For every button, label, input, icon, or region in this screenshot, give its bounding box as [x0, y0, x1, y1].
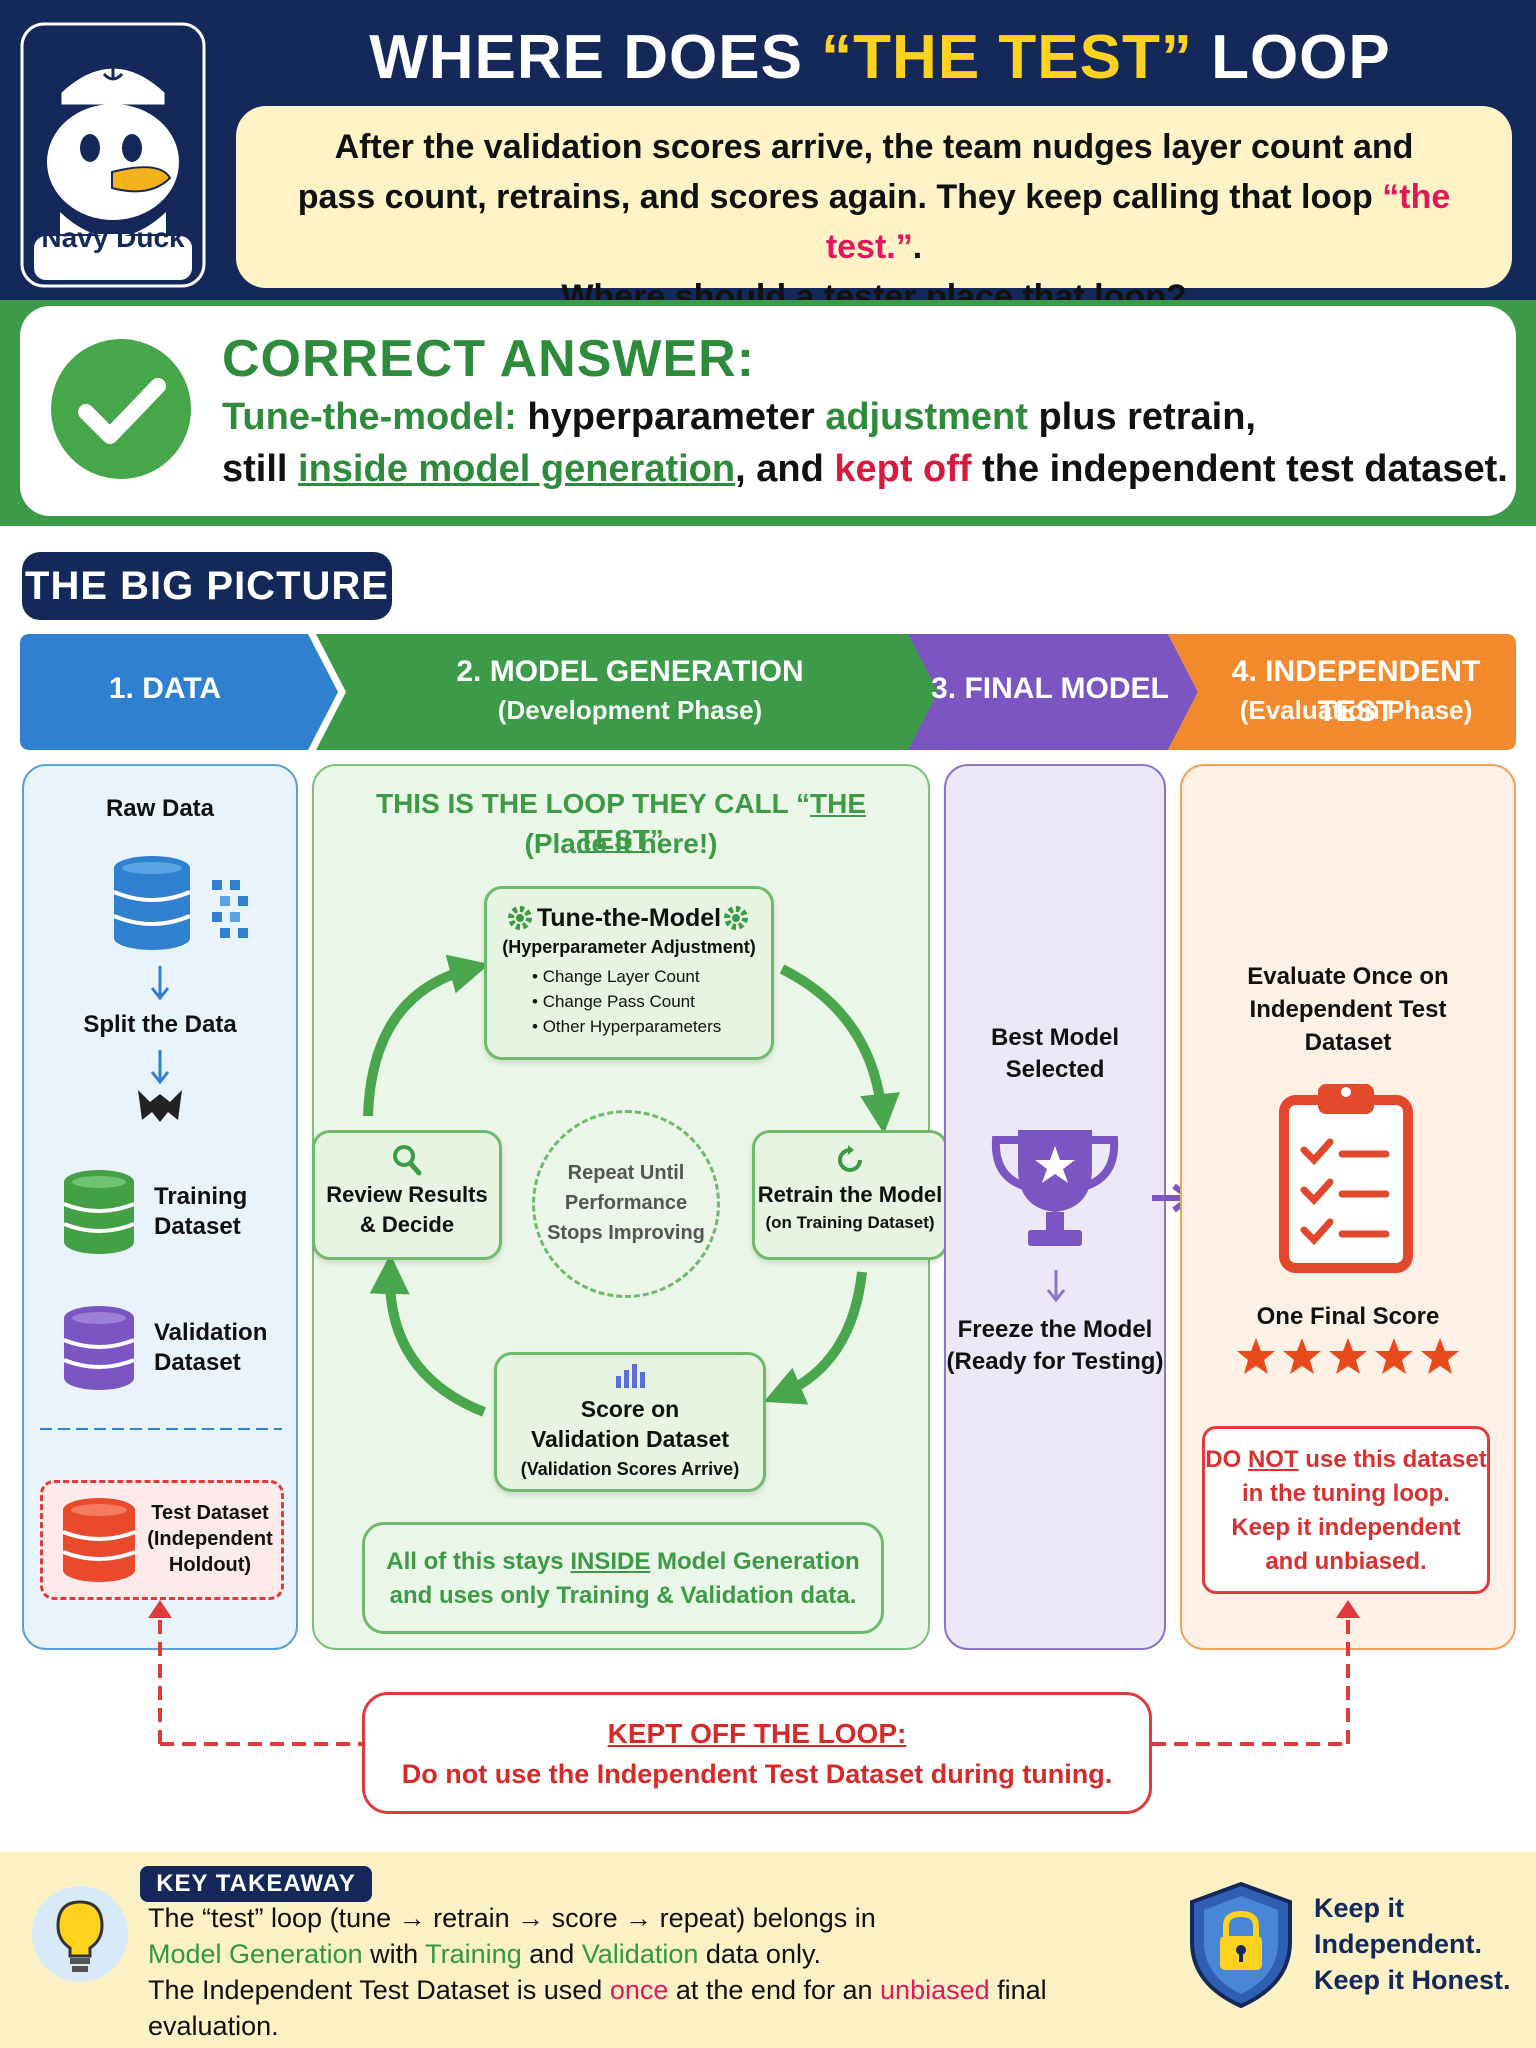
- trophy-icon: [991, 1130, 1119, 1246]
- retrain-model-subtitle: (on Training Dataset): [765, 1213, 935, 1232]
- arrow-down-icon: [150, 966, 170, 1001]
- answer-line-2: still inside model generation, and kept …: [222, 448, 1508, 490]
- gear-icon: [724, 906, 748, 930]
- loop-subtitle: (Place it here!): [524, 828, 718, 859]
- phase-test-title: 4. INDEPENDENT TEST: [1231, 655, 1481, 728]
- phase-final-title: 3. FINAL MODEL: [931, 672, 1169, 705]
- takeaway-line-2: Model Generation with Training and Valid…: [148, 1939, 821, 1969]
- score-subtitle: (Validation Scores Arrive): [520, 1459, 740, 1479]
- review-title-1: Review Results: [326, 1182, 488, 1207]
- training-database-icon: [63, 1170, 135, 1254]
- phase-generation-title: 2. MODEL GENERATION: [456, 655, 804, 688]
- checkmark-icon: [51, 339, 191, 479]
- question-line-2: pass count, retrains, and scores again. …: [297, 178, 1451, 266]
- phase-chevrons: [20, 634, 1516, 750]
- list-item: • Change Pass Count: [532, 992, 695, 1011]
- phase-chevron-final: [908, 634, 1198, 750]
- stays-inside-note: All of this stays INSIDE Model Generatio…: [362, 1522, 884, 1634]
- phase-data-title: 1. DATA: [108, 672, 222, 705]
- gear-icon: [508, 906, 532, 930]
- split-icon: [138, 1050, 182, 1122]
- score-title-2: Validation Dataset: [530, 1426, 730, 1452]
- kept-off-connector: [148, 1600, 1360, 1746]
- takeaway-line-3: The Independent Test Dataset is used onc…: [148, 1975, 1047, 2041]
- question-box: After the validation scores arrive, the …: [236, 106, 1512, 316]
- phase-chevron-test: [1168, 634, 1516, 750]
- list-item: • Other Hyperparameters: [532, 1017, 722, 1036]
- question-line-1: After the validation scores arrive, the …: [334, 128, 1414, 166]
- answer-line-1: Tune-the-model: hyperparameter adjustmen…: [222, 396, 1256, 438]
- list-item: • Change Layer Count: [532, 967, 700, 986]
- answer-heading: CORRECT ANSWER:: [222, 330, 756, 388]
- star-icon: [1237, 1338, 1275, 1374]
- test-warning-box: DO NOT use this dataset in the tuning lo…: [1202, 1426, 1490, 1594]
- retrain-model-title: Retrain the Model: [757, 1182, 943, 1207]
- phase-test-subtitle: (Evaluation Phase): [1239, 695, 1473, 725]
- navy-duck-logo: [20, 22, 206, 288]
- shield-lock-icon: [1190, 1881, 1292, 2009]
- review-title-2: & Decide: [359, 1212, 455, 1237]
- test-database-icon: [62, 1498, 136, 1582]
- tune-model-subtitle: (Hyperparameter Adjustment): [502, 937, 756, 957]
- star-icon: [1375, 1338, 1413, 1374]
- review-results-box: [312, 1130, 502, 1260]
- clipboard-checklist-icon: [1279, 1084, 1413, 1273]
- big-picture-tag: THE BIG PICTURE: [22, 552, 392, 620]
- star-rating: [1180, 1334, 1516, 1382]
- score-validation-box: [494, 1352, 766, 1492]
- loop-arrows: [363, 954, 900, 1417]
- tune-model-list: • Change Layer Count • Change Pass Count…: [532, 964, 762, 1044]
- split-data-label: Split the Data: [83, 1011, 237, 1038]
- logo-text: Navy Duck: [41, 222, 185, 253]
- page-title: WHERE DOES “THE TEST” LOOP BELONG?: [369, 23, 1391, 172]
- raw-data-database-icon: [113, 856, 248, 950]
- kept-off-box: [362, 1692, 1152, 1814]
- final-model-column: [944, 764, 1166, 1650]
- tune-model-title: Tune-the-Model: [536, 904, 722, 932]
- loop-title: THIS IS THE LOOP THEY CALL “THE TEST”: [375, 788, 867, 855]
- phase-generation-subtitle: (Development Phase): [497, 695, 763, 725]
- phase-chevron-data: [20, 634, 338, 750]
- arrow-down-icon: [1046, 1270, 1066, 1303]
- validation-database-icon: [63, 1306, 135, 1390]
- refresh-icon: [838, 1145, 862, 1172]
- final-score-label: One Final Score: [1256, 1303, 1440, 1330]
- repeat-circle: [532, 1110, 720, 1298]
- freeze-model-label: Freeze the Model(Ready for Testing): [946, 1316, 1164, 1375]
- phase-chevron-generation: [316, 634, 940, 750]
- kept-off-title: KEPT OFF THE LOOP:: [607, 1718, 907, 1749]
- takeaway-line-1: The “test” loop (tune → retrain → score …: [148, 1903, 876, 1933]
- star-icon: [1329, 1338, 1367, 1374]
- lightbulb-icon: [32, 1886, 128, 1982]
- divider-dashed: [40, 1428, 282, 1430]
- answer-card: [20, 306, 1516, 516]
- kept-off-text: Do not use the Independent Test Dataset …: [401, 1759, 1113, 1789]
- takeaway-tag: KEY TAKEAWAY: [140, 1866, 372, 1902]
- raw-data-label: Raw Data: [105, 795, 215, 822]
- star-icon: [1421, 1338, 1459, 1374]
- score-title-1: Score on: [580, 1396, 680, 1422]
- star-icon: [1283, 1338, 1321, 1374]
- bar-chart-icon: [616, 1364, 645, 1388]
- magnifier-icon: [393, 1145, 422, 1176]
